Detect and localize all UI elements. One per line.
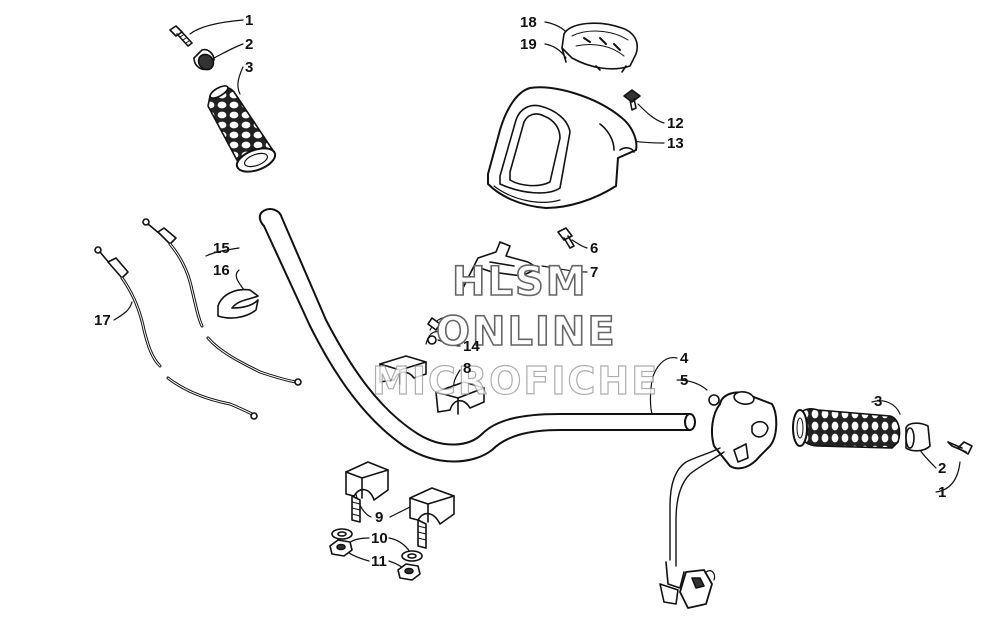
callout-3-top: 3 [245,59,254,76]
grip-icon [792,408,901,449]
headlight-pod-icon [487,86,638,209]
brake-cable-icon [94,246,258,420]
callout-14: 14 [463,338,480,355]
bolt-icon [947,441,973,455]
callout-19: 19 [520,36,537,53]
callout-7: 7 [590,264,599,281]
callout-11: 11 [371,553,387,570]
callout-6: 6 [590,240,599,257]
nut-icon [329,539,353,557]
callout-15: 15 [213,240,230,257]
callout-16: 16 [213,262,230,279]
throttle-cable-icon [142,218,302,386]
cable-clip-icon [217,288,259,319]
callout-8: 8 [463,360,472,377]
bolt-icon [557,227,575,249]
callout-9: 9 [375,509,384,526]
callout-5: 5 [680,372,689,389]
callout-10: 10 [371,530,388,547]
callout-18: 18 [520,14,537,31]
nut-icon [397,563,421,581]
callout-12: 12 [667,115,684,132]
callout-2-right: 2 [938,460,947,477]
end-cap-icon [193,48,215,71]
screw-icon [623,89,641,111]
handlebar-clamp-icon [435,381,485,415]
harness-connector-icon [425,316,457,345]
washer-icon [401,550,423,562]
callout-2-top: 2 [245,36,254,53]
callout-13: 13 [667,135,684,152]
watermark-line2: ONLINE [435,309,617,355]
watermark-line3: MICROFICHE [371,359,660,403]
handlebar-clamp-icon [379,355,427,385]
callout-3-right: 3 [874,393,883,410]
switch-housing-icon [659,391,778,609]
instrument-cluster-icon [561,22,638,73]
callout-4: 4 [680,350,689,367]
washer-icon [331,528,353,540]
bolt-icon [169,25,193,47]
callout-1-right: 1 [938,484,947,501]
watermark-line1: HLSM [451,259,588,305]
riser-icon [345,461,389,523]
callout-17: 17 [94,312,111,329]
riser-icon [409,487,455,549]
grip-icon [207,85,277,173]
mounting-bracket-icon [461,241,539,291]
handlebar-icon [258,208,696,463]
callout-1-top: 1 [245,12,254,29]
end-cap-icon [905,422,931,452]
